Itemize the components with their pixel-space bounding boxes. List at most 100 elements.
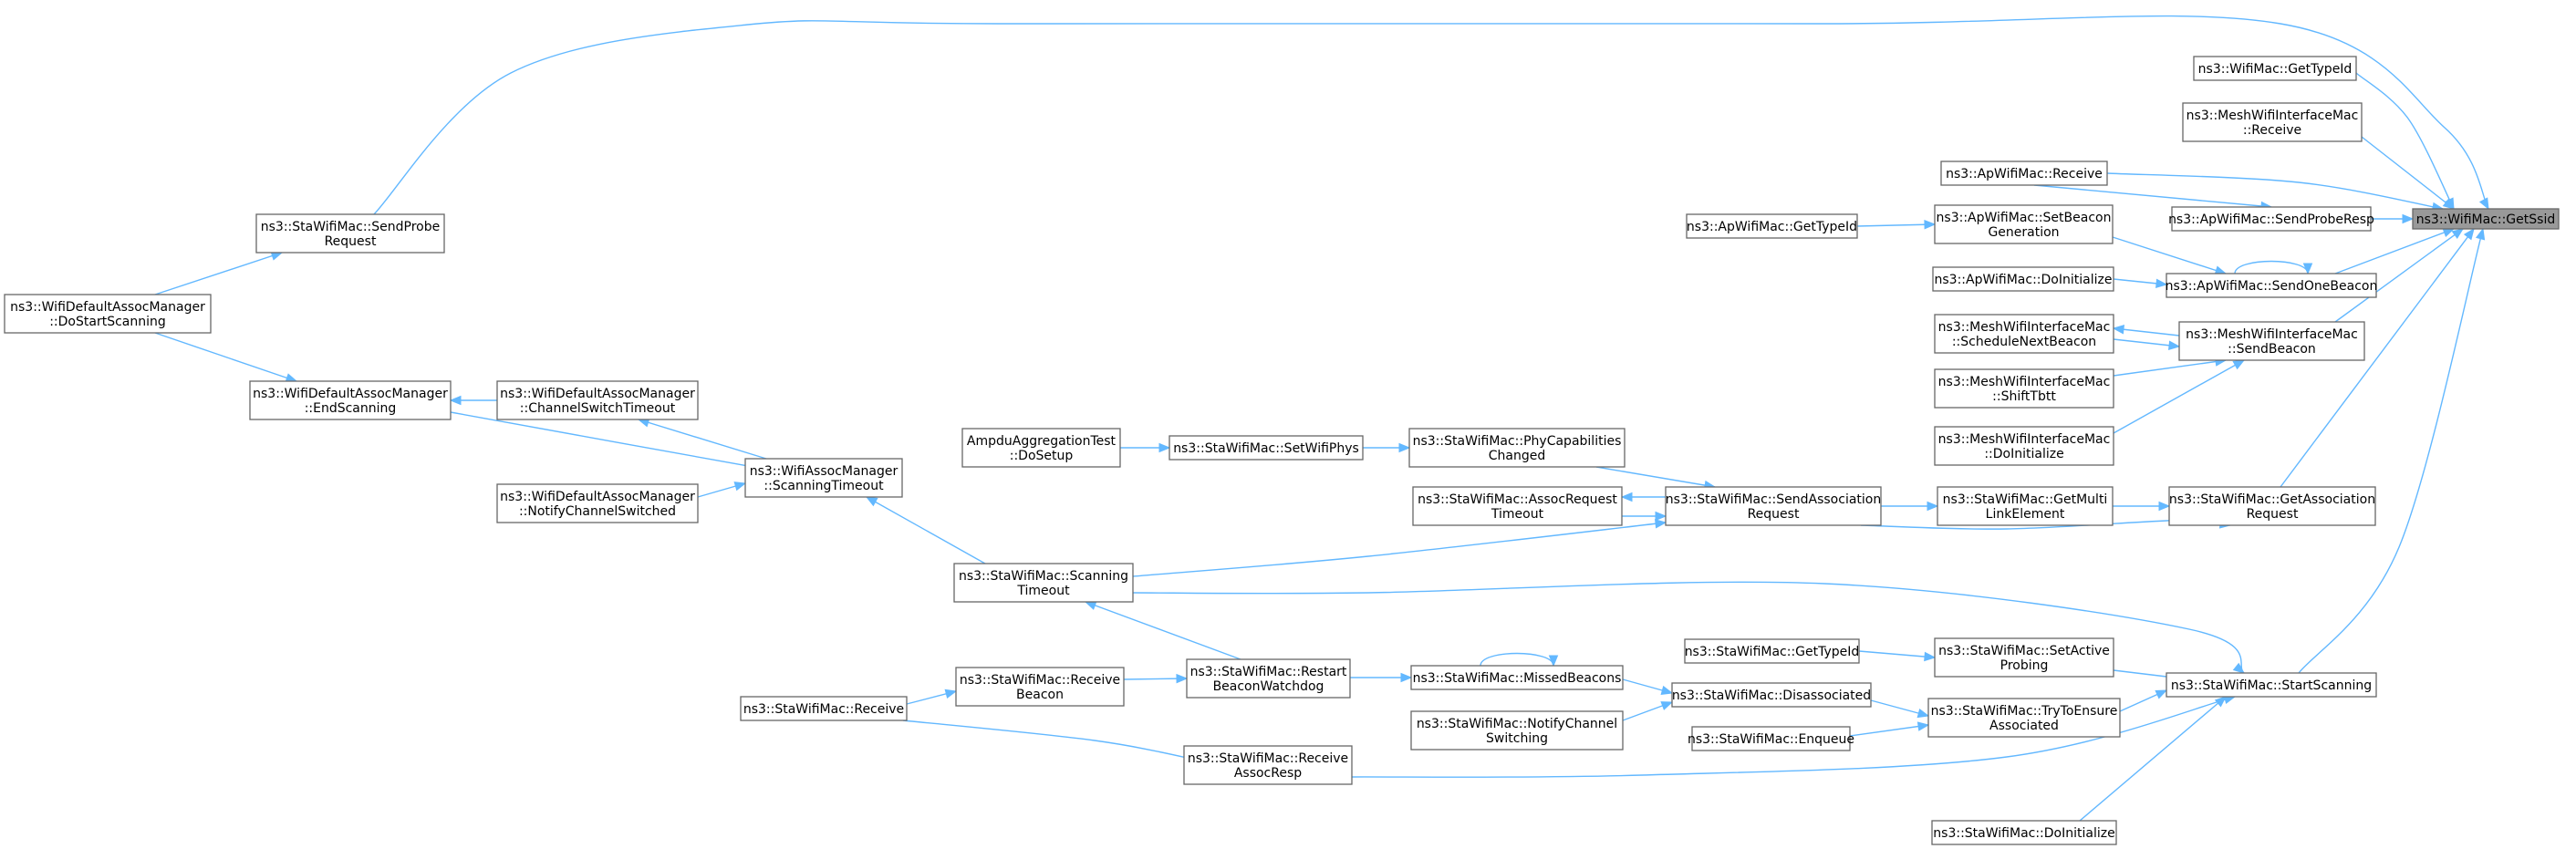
node-box: [249, 380, 452, 420]
node-label: ns3::WifiDefaultAssocManager: [253, 387, 448, 401]
edge-arrowhead: [2158, 501, 2171, 512]
node-box: [740, 696, 908, 721]
node-box: [2182, 102, 2363, 142]
node-box: [1934, 368, 2114, 409]
edge-path: [902, 720, 1205, 762]
edge-path: [2334, 228, 2464, 323]
node-staMissedBeacons[interactable]: ns3::StaWifiMac::MissedBeacons: [1410, 665, 1624, 690]
node-apDoInitialize[interactable]: ns3::ApWifiMac::DoInitialize: [1932, 266, 2114, 292]
node-label: ns3::StaWifiMac::GetMulti: [1943, 492, 2108, 507]
edge-path: [1351, 696, 2236, 778]
node-assocScanningTimeout[interactable]: ns3::WifiAssocManager::ScanningTimeout: [744, 458, 903, 498]
node-label: Request: [2247, 507, 2299, 522]
edge-path: [1123, 678, 1188, 680]
node-label: ns3::StaWifiMac::SendProbe: [261, 220, 440, 234]
node-staStartScanning[interactable]: ns3::StaWifiMac::StartScanning: [2166, 672, 2377, 698]
edge-arrowhead: [2402, 213, 2415, 224]
node-label: Switching: [1486, 731, 1548, 746]
node-box: [2166, 672, 2377, 698]
node-label: ns3::StaWifiMac::MissedBeacons: [1413, 671, 1622, 686]
node-staDoInitialize[interactable]: ns3::StaWifiMac::DoInitialize: [1931, 820, 2117, 845]
node-meshReceive[interactable]: ns3::MeshWifiInterfaceMac::Receive: [2182, 102, 2363, 142]
node-box: [1684, 638, 1860, 664]
edge-arrowhead: [1924, 651, 1937, 662]
node-label: ns3::StaWifiMac::Receive: [960, 673, 1120, 688]
edge-meshDoInitialize-to-meshSendBeacon: [2113, 359, 2246, 434]
node-label: ns3::StaWifiMac::Disassociated: [1672, 689, 1871, 703]
node-label: ns3::StaWifiMac::GetAssociation: [2169, 492, 2375, 507]
node-label: ns3::StaWifiMac::GetTypeId: [1685, 645, 1860, 659]
node-root[interactable]: ns3::WifiMac::GetSsid: [2412, 208, 2560, 230]
edge-path: [154, 252, 283, 295]
node-box: [1934, 314, 2114, 354]
node-label: ::ShiftTbtt: [1992, 389, 2056, 404]
node-meshSendBeacon[interactable]: ns3::MeshWifiInterfaceMac::SendBeacon: [2178, 321, 2365, 361]
edge-path: [1595, 466, 1716, 488]
edge-path: [2234, 260, 2309, 274]
node-box: [1665, 486, 1882, 526]
node-staSetWifiPhys[interactable]: ns3::StaWifiMac::SetWifiPhys: [1169, 435, 1364, 461]
edge-staGetTypeId-to-staSetActiveProbing: [1858, 650, 1937, 662]
node-apSendOneBeacon[interactable]: ns3::ApWifiMac::SendOneBeacon: [2166, 273, 2378, 298]
node-apSendProbeResp[interactable]: ns3::ApWifiMac::SendProbeResp: [2168, 206, 2374, 232]
node-box: [1934, 204, 2114, 244]
edge-arrowhead: [2442, 198, 2456, 210]
edge-path: [638, 419, 767, 460]
edge-ampduDoSetup-to-staSetWifiPhys: [1120, 442, 1171, 453]
node-box: [2168, 486, 2376, 526]
node-apReceive[interactable]: ns3::ApWifiMac::Receive: [1940, 160, 2108, 186]
node-meshDoInitialize[interactable]: ns3::MeshWifiInterfaceMac::DoInitialize: [1934, 426, 2114, 466]
node-staScanningTimeout[interactable]: ns3::StaWifiMac::ScanningTimeout: [953, 563, 1134, 603]
node-box: [1671, 682, 1872, 708]
node-label: Changed: [1489, 449, 1546, 463]
node-meshScheduleNext[interactable]: ns3::MeshWifiInterfaceMac::ScheduleNextB…: [1934, 314, 2114, 354]
node-box: [1183, 745, 1353, 785]
node-staEnqueue[interactable]: ns3::StaWifiMac::Enqueue: [1688, 726, 1854, 751]
edge-arrowhead: [1916, 721, 1930, 731]
node-staDisassociated[interactable]: ns3::StaWifiMac::Disassociated: [1671, 682, 1872, 708]
edge-staDisassociated-to-staTryToEnsure: [1870, 699, 1930, 719]
edge-staRestartBeaconWd-to-staMissedBeacons: [1350, 672, 1413, 683]
edge-path: [866, 496, 986, 564]
node-label: ns3::WifiMac::GetTypeId: [2198, 62, 2353, 77]
node-label: ns3::StaWifiMac::StartScanning: [2171, 678, 2372, 693]
node-staReceive[interactable]: ns3::StaWifiMac::Receive: [740, 696, 908, 721]
edge-layer: [154, 15, 2489, 822]
node-defChanSwitchTimeout[interactable]: ns3::WifiDefaultAssocManager::ChannelSwi…: [496, 380, 699, 420]
node-box: [1410, 665, 1624, 690]
node-box: [1412, 486, 1623, 526]
node-label: ::DoInitialize: [1984, 447, 2063, 461]
node-label: ns3::MeshWifiInterfaceMac: [1938, 432, 2111, 447]
node-staGetTypeId[interactable]: ns3::StaWifiMac::GetTypeId: [1684, 638, 1860, 664]
edge-arrowhead: [2302, 263, 2313, 275]
node-apGetTypeId[interactable]: ns3::ApWifiMac::GetTypeId: [1686, 213, 1858, 239]
edge-arrowhead: [733, 481, 747, 492]
node-defNotifyChanSwitched[interactable]: ns3::WifiDefaultAssocManager::NotifyChan…: [496, 483, 699, 523]
edge-arrowhead: [2232, 662, 2246, 674]
node-box: [961, 428, 1121, 468]
edge-path: [2361, 136, 2455, 210]
node-defDoStartScanning[interactable]: ns3::WifiDefaultAssocManager::DoStartSca…: [4, 294, 212, 334]
node-label: ::ChannelSwitchTimeout: [520, 401, 676, 416]
node-ampduDoSetup[interactable]: AmpduAggregationTest::DoSetup: [961, 428, 1121, 468]
node-getTypeId[interactable]: ns3::WifiMac::GetTypeId: [2193, 56, 2357, 81]
edge-apReceive-to-root: [2106, 172, 2445, 212]
node-label: ns3::MeshWifiInterfaceMac: [1938, 375, 2111, 389]
edge-path: [2280, 228, 2475, 488]
node-meshShiftTbtt[interactable]: ns3::MeshWifiInterfaceMac::ShiftTbtt: [1934, 368, 2114, 409]
node-defEndScanning[interactable]: ns3::WifiDefaultAssocManager::EndScannin…: [249, 380, 452, 420]
